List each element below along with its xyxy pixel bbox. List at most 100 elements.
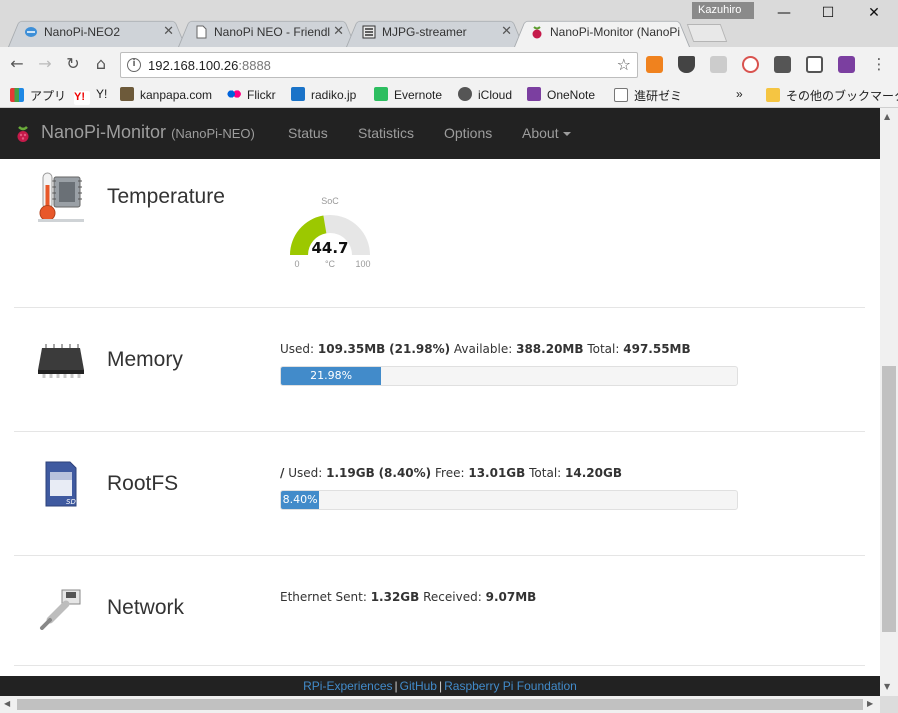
footer-link-rpi-experiences[interactable]: RPi-Experiences [303, 679, 393, 693]
bookmarks-bar: アプリ Y!Y! kanpapa.com Flickr radiko.jp Ev… [0, 82, 898, 108]
memory-progress: 21.98% [280, 366, 738, 386]
footer-separator: | [394, 679, 398, 693]
minimize-icon[interactable]: — [777, 5, 791, 21]
thermometer-chip-icon [38, 172, 84, 222]
nav-statistics[interactable]: Statistics [358, 125, 415, 141]
tab-nanopi-monitor[interactable]: NanoPi-Monitor (NanoPi-NEO) [514, 17, 690, 47]
tab-title: NanoPi-NEO2 [44, 25, 121, 39]
kanpapa-icon [120, 87, 134, 101]
apps-grid-icon [10, 88, 24, 102]
bookmark-onenote[interactable]: OneNote [527, 87, 595, 102]
tab-nanopi-neo2[interactable]: NanoPi-NEO2 ✕ [8, 17, 186, 47]
cast-icon[interactable] [806, 56, 823, 73]
analytics-extension-icon[interactable] [646, 56, 663, 73]
onenote-extension-icon[interactable] [838, 56, 855, 73]
raspberry-logo-icon [17, 126, 29, 142]
folder-icon [766, 88, 780, 102]
apple-icon [458, 87, 472, 101]
brand-link[interactable]: NanoPi-Monitor (NanoPi-NEO) [41, 122, 255, 142]
address-bar[interactable]: i 192.168.100.26:8888 ☆ [120, 52, 638, 78]
footer-separator: | [438, 679, 443, 693]
bookmark-evernote[interactable]: Evernote [374, 87, 442, 102]
temperature-section: Temperature SoC 44.7 0 °C 100 [14, 159, 865, 308]
reload-icon[interactable]: ↻ [66, 54, 80, 73]
page-favicon-icon [196, 25, 207, 39]
caret-down-icon [562, 132, 571, 136]
menu-kebab-icon[interactable]: ⋮ [871, 55, 887, 73]
tab-friendlyarm[interactable]: NanoPi NEO - FriendlyARM ✕ [178, 17, 356, 47]
scroll-left-arrow-icon[interactable]: ◀ [4, 699, 11, 708]
forward-arrow-icon[interactable]: → [38, 54, 52, 73]
nav-options[interactable]: Options [444, 125, 493, 141]
onenote-icon [527, 87, 541, 101]
horizontal-scroll-thumb[interactable] [17, 699, 863, 710]
bookmark-yahoo[interactable]: Y!Y! [74, 87, 108, 105]
profile-button[interactable]: Kazuhiro [692, 2, 754, 19]
page-footer: RPi-Experiences|GitHub|Raspberry Pi Foun… [0, 676, 880, 696]
site-info-icon[interactable]: i [127, 58, 141, 72]
tab-title: NanoPi NEO - FriendlyARM [214, 25, 330, 39]
radiko-icon [291, 87, 305, 101]
bookmark-radiko[interactable]: radiko.jp [291, 87, 356, 102]
gauge-fill [290, 215, 327, 255]
vertical-scroll-thumb[interactable] [882, 366, 896, 632]
tab-close-icon[interactable]: ✕ [501, 24, 512, 39]
rootfs-section: SD RootFS / Used: 1.19GB (8.40%) Free: 1… [14, 432, 865, 556]
tab-mjpg-streamer[interactable]: MJPG-streamer ✕ [346, 17, 524, 47]
pocket-extension-icon[interactable] [678, 56, 695, 73]
rootfs-progress: 8.40% [280, 490, 738, 510]
bookmark-kanpapa[interactable]: kanpapa.com [120, 87, 212, 102]
network-info: Ethernet Sent: 1.32GB Received: 9.07MB [280, 590, 537, 604]
memory-info: Used: 109.35MB (21.98%) Available: 388.2… [280, 342, 691, 356]
gauge-min: 0 [294, 259, 299, 269]
timer-extension-icon[interactable] [742, 56, 759, 73]
rootfs-title: RootFS [107, 472, 179, 495]
close-window-icon[interactable]: ✕ [868, 5, 880, 21]
keep-extension-icon[interactable] [774, 56, 791, 73]
memory-section: Memory Used: 109.35MB (21.98%) Available… [14, 308, 865, 432]
maximize-icon[interactable]: ☐ [821, 5, 835, 21]
address-url: 192.168.100.26:8888 [148, 58, 271, 73]
home-icon[interactable]: ⌂ [95, 54, 107, 73]
evernote-icon [374, 87, 388, 101]
soc-temperature-gauge: SoC 44.7 0 °C 100 [290, 196, 371, 269]
bookmark-star-icon[interactable]: ☆ [616, 55, 631, 74]
tab-close-icon[interactable]: ✕ [163, 24, 174, 39]
network-title: Network [107, 596, 185, 619]
bookmark-shinken[interactable]: 進研ゼミ [614, 87, 682, 104]
nav-about[interactable]: About [522, 125, 571, 141]
page-viewport: NanoPi-Monitor (NanoPi-NEO) Status Stati… [0, 108, 880, 696]
flickr-icon [227, 87, 241, 101]
sd-card-icon: SD [45, 461, 77, 507]
footer-link-raspberry-pi-foundation[interactable]: Raspberry Pi Foundation [444, 679, 577, 693]
scrollbar-corner [880, 696, 898, 713]
bookmark-icloud[interactable]: iCloud [458, 87, 512, 102]
gauge-label: SoC [321, 196, 339, 206]
scroll-right-arrow-icon[interactable]: ▶ [867, 699, 874, 708]
scroll-down-arrow-icon[interactable]: ▼ [884, 682, 891, 691]
bookmarks-overflow-button[interactable]: » [736, 87, 743, 101]
bookmark-flickr[interactable]: Flickr [227, 87, 276, 102]
mjpg-favicon-icon [362, 25, 376, 39]
memory-progress-bar: 21.98% [281, 367, 382, 385]
scroll-up-arrow-icon[interactable]: ▲ [884, 112, 891, 121]
tab-close-icon[interactable]: ✕ [333, 24, 344, 39]
bookmark-other[interactable]: その他のブックマーク [766, 87, 898, 104]
globe-favicon-icon [25, 27, 37, 37]
back-arrow-icon[interactable]: ← [10, 54, 24, 73]
gauge-unit: °C [325, 259, 336, 269]
horizontal-scrollbar[interactable]: ◀ ▶ [0, 696, 880, 713]
gauge-value: 44.7 [311, 239, 348, 257]
raspberry-favicon-icon [532, 26, 542, 39]
footer-link-github[interactable]: GitHub [399, 679, 437, 693]
nav-status[interactable]: Status [288, 125, 328, 141]
memory-chip-icon [38, 344, 84, 378]
bookmark-apps[interactable]: アプリ [10, 87, 66, 104]
ip-extension-icon[interactable] [710, 56, 727, 73]
temperature-title: Temperature [107, 185, 225, 208]
vertical-scrollbar[interactable]: ▲ ▼ [880, 108, 898, 696]
new-tab-button[interactable] [686, 24, 728, 42]
rootfs-progress-bar: 8.40% [281, 491, 320, 509]
svg-text:SD: SD [66, 498, 76, 506]
browser-toolbar: ← → ↻ ⌂ i 192.168.100.26:8888 ☆ ⋮ [0, 47, 898, 82]
